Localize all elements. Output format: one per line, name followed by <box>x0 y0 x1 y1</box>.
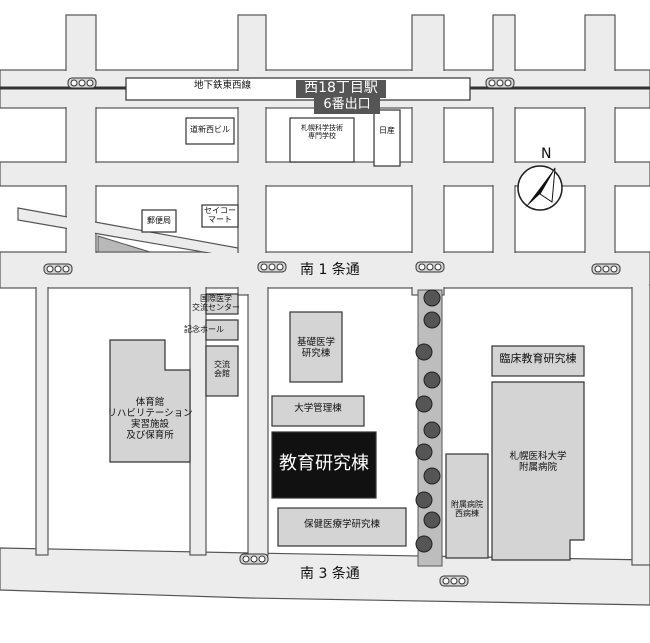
station-name-label: 西18丁目駅 <box>304 80 378 96</box>
buildings <box>109 109 585 561</box>
admin-building-shape <box>271 395 365 427</box>
exchange-hall-label: 交流 会館 <box>214 360 230 379</box>
basic-medicine-label: 基礎医学 研究棟 <box>296 337 335 359</box>
signal-4 <box>257 261 287 273</box>
ward-building-label: 附属病院 西病棟 <box>451 500 483 519</box>
gym-facility-label: 体育館 リハビリテーション 実習施設 及び保育所 <box>107 397 193 441</box>
basic-medicine-shape <box>289 311 343 383</box>
clinical-research-shape <box>491 345 585 377</box>
diagonal-corner <box>97 235 151 253</box>
gym-facility-shape <box>109 339 191 463</box>
seicomart-shape <box>201 204 239 228</box>
health-science-shape <box>277 507 407 547</box>
exchange-hall-shape <box>205 345 239 397</box>
seicomart-label: セイコー マート <box>204 206 236 225</box>
health-science-label: 保健医療学研究棟 <box>303 519 380 530</box>
trees <box>415 289 441 553</box>
exit-bg <box>314 98 380 114</box>
education-research-shape <box>271 431 377 499</box>
compass-icon <box>517 165 563 211</box>
vocational-school-shape <box>289 117 355 163</box>
memorial-hall-label: 記念ホール <box>184 325 224 334</box>
university-hospital-label: 札幌医科大学 附属病院 <box>509 451 567 473</box>
intl-exchange-label: 国際医学 交流センター <box>192 294 240 313</box>
street-south1-label: 南 1 条通 <box>300 262 360 278</box>
post-office-shape <box>141 209 177 233</box>
exit-label: 6番出口 <box>323 97 371 112</box>
education-research-label: 教育研究棟 <box>279 453 369 474</box>
university-hospital-shape <box>491 381 585 561</box>
traffic-signals <box>43 77 621 587</box>
nissan-label: 日産 <box>379 126 395 135</box>
dosin-building-label: 道新西ビル <box>190 125 230 134</box>
nissan-shape <box>373 109 401 167</box>
post-office-label: 郵便局 <box>147 216 171 225</box>
signal-6 <box>591 263 621 275</box>
clinical-research-label: 臨床教育研究棟 <box>499 352 577 365</box>
admin-building-label: 大学管理棟 <box>294 403 342 414</box>
signal-1 <box>67 77 97 89</box>
memorial-hall-shape <box>205 319 239 341</box>
compass-letter: N <box>541 146 552 162</box>
station-name-bg <box>296 80 386 98</box>
dosin-building-shape <box>185 117 235 145</box>
signal-2 <box>485 77 515 89</box>
intl-exchange-shape <box>205 293 239 315</box>
signal-3 <box>43 263 73 275</box>
signal-7 <box>239 553 269 565</box>
signal-8 <box>439 575 469 587</box>
subway-line-label: 地下鉄東西線 <box>194 80 252 91</box>
ward-building-shape <box>445 453 489 559</box>
vocational-school-label: 札幌科学技術 専門学校 <box>301 124 343 141</box>
signal-5 <box>415 261 445 273</box>
street-south3-label: 南 3 条通 <box>300 566 360 582</box>
